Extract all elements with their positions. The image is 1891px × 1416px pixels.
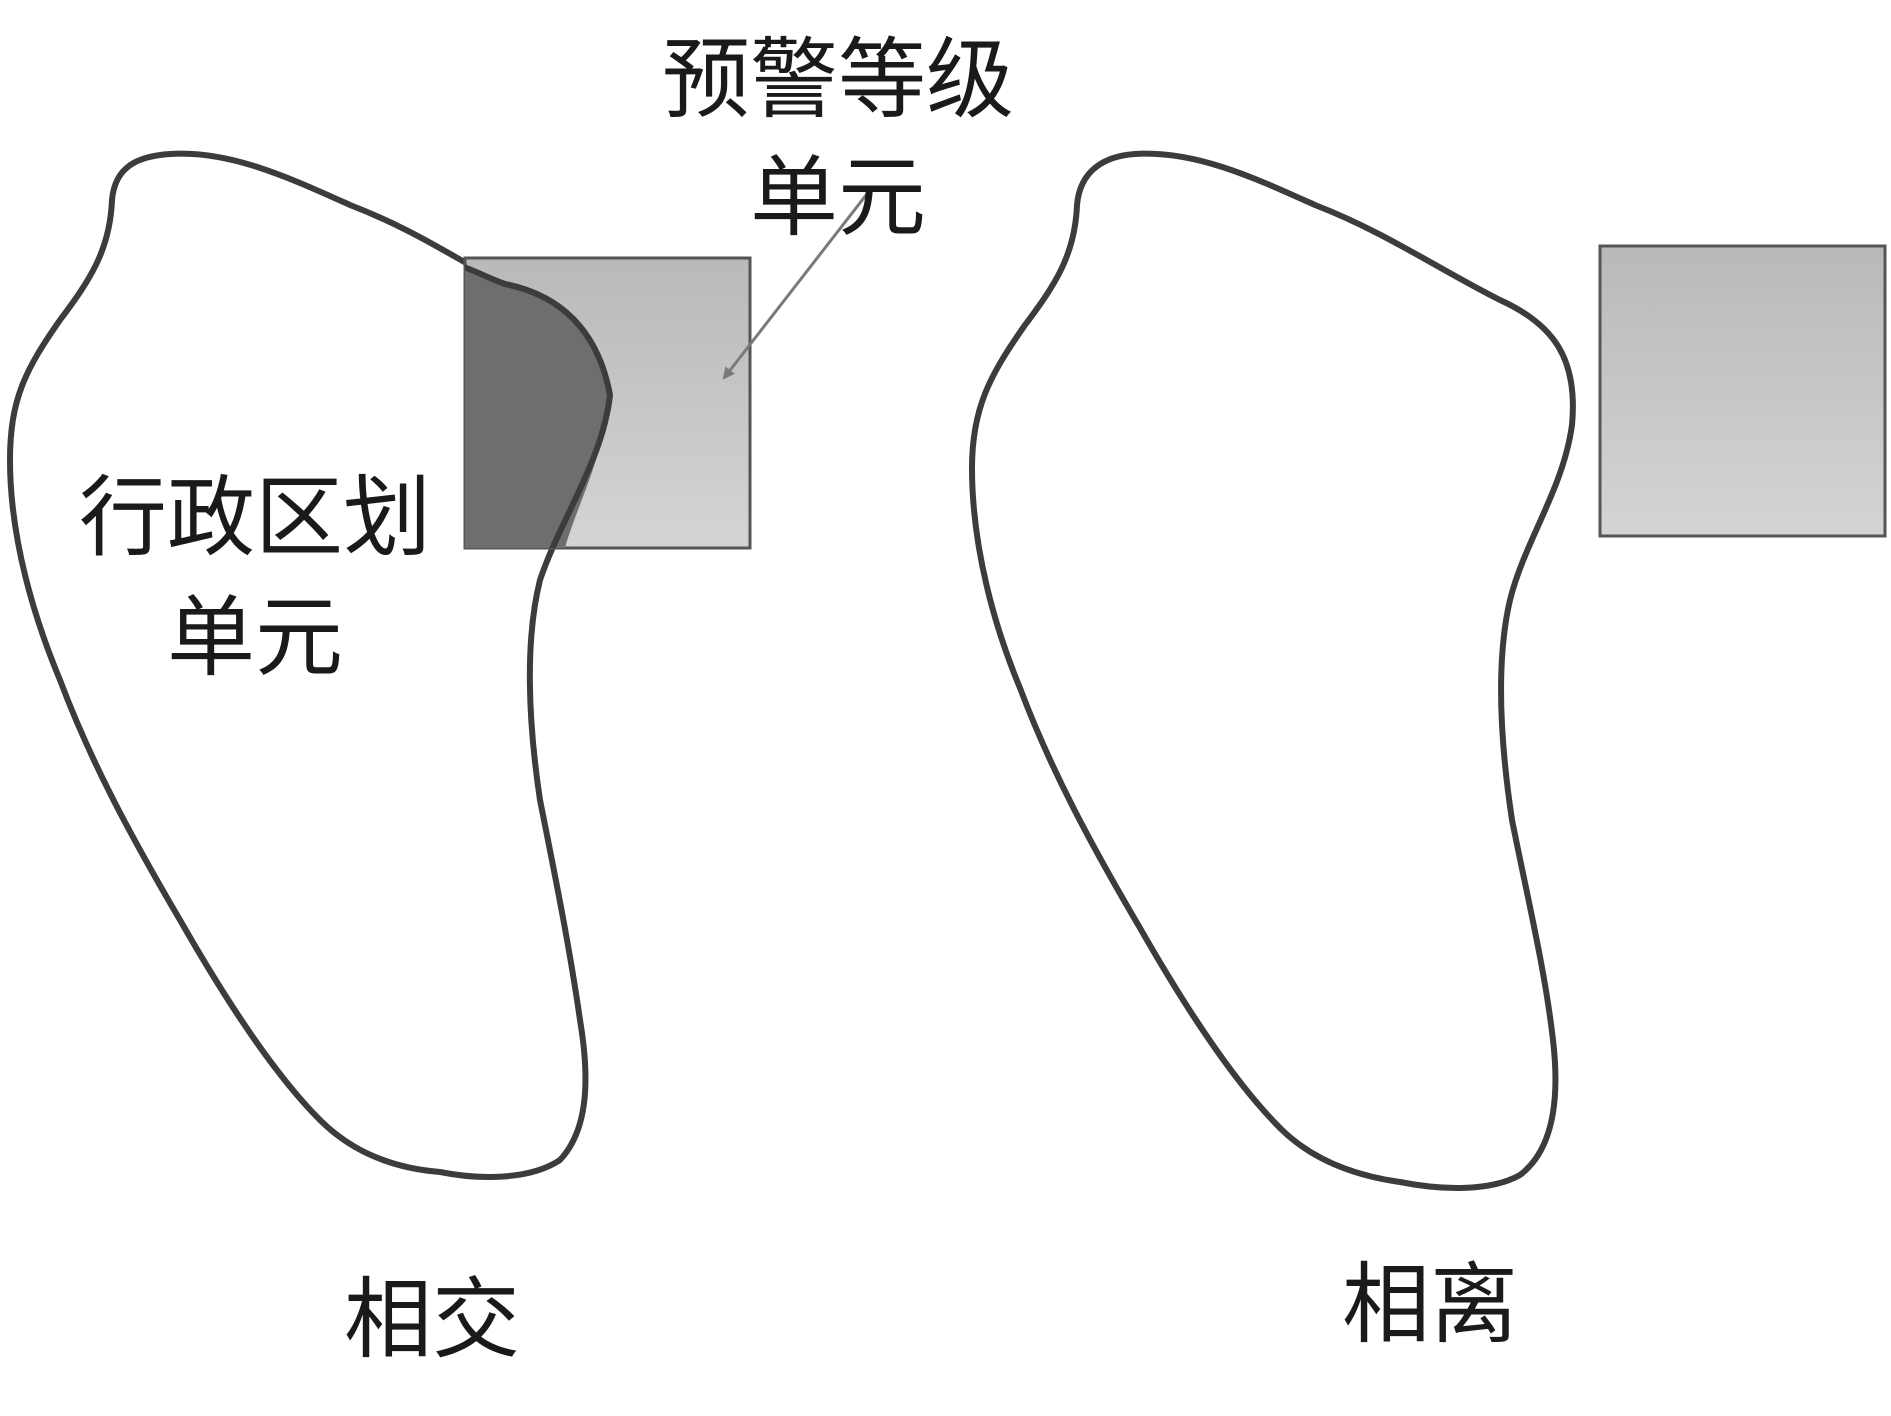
overlap-region xyxy=(465,270,610,548)
admin-unit-label-line1: 行政区划 xyxy=(79,466,431,569)
warning-unit-cell-separate xyxy=(1598,244,1887,538)
pointer-arrow xyxy=(722,189,872,380)
intersect-caption: 相交 xyxy=(344,1268,520,1371)
admin-region-outline-separate xyxy=(969,150,1576,1191)
warning-unit-label-line2: 单元 xyxy=(750,146,926,249)
warning-unit-label-line1: 预警等级 xyxy=(662,28,1014,131)
intersect-panel: 预警等级 单元 行政区划 单元 相交 xyxy=(7,28,1014,1371)
separate-panel: 相离 xyxy=(969,150,1887,1356)
separate-caption: 相离 xyxy=(1342,1253,1518,1356)
admin-unit-label-line2: 单元 xyxy=(167,586,343,689)
